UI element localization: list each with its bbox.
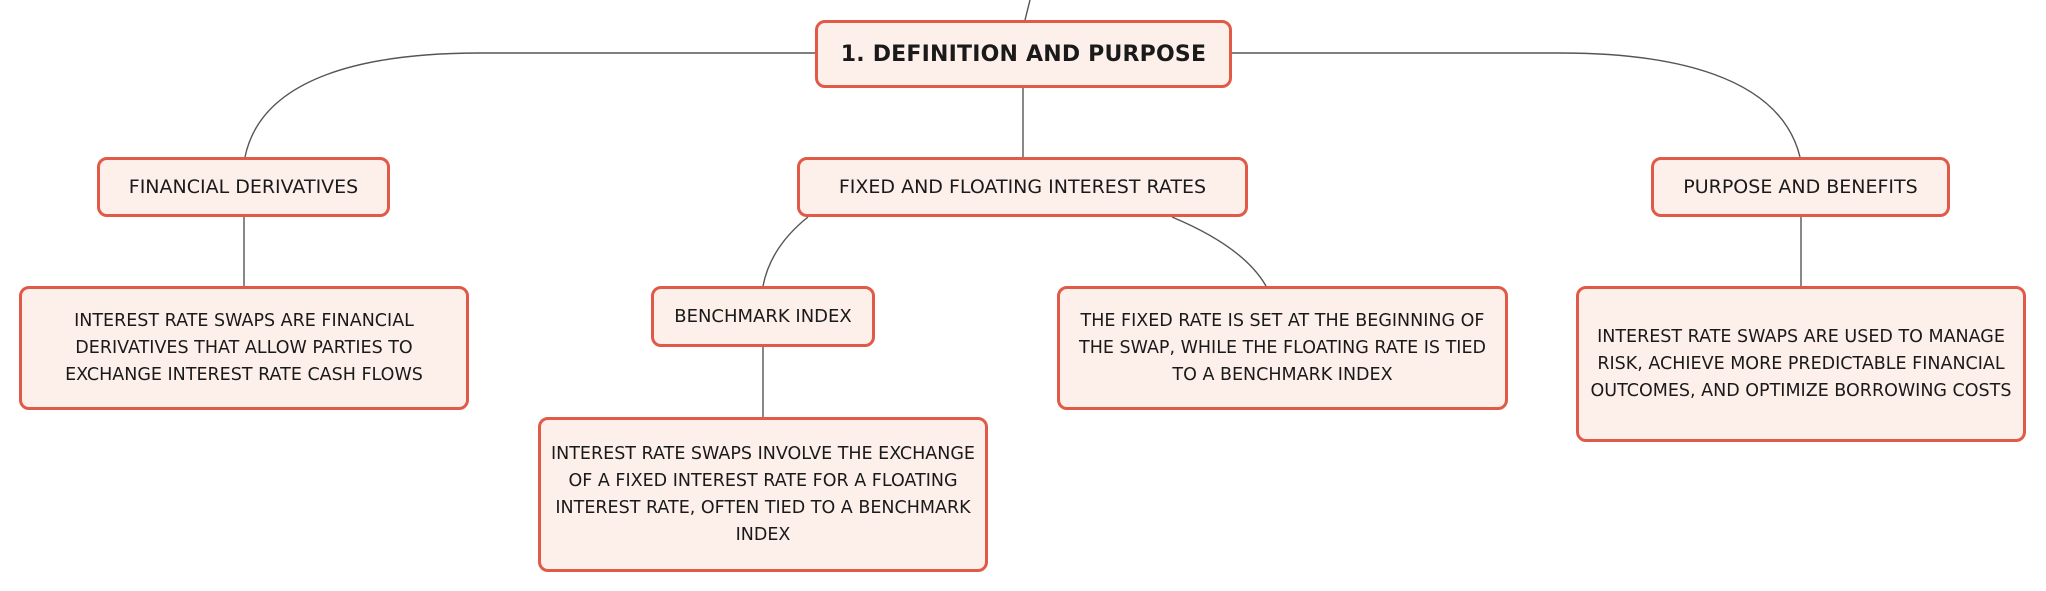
- financial-derivatives-node[interactable]: FINANCIAL DERIVATIVES: [97, 157, 390, 217]
- financial-derivatives-label: FINANCIAL DERIVATIVES: [128, 176, 359, 198]
- connector-root-to-purpose-benefits: [1232, 52, 1801, 158]
- purpose-benefits-detail-node[interactable]: INTEREST RATE SWAPS ARE USED TO MANAGE R…: [1576, 286, 2026, 442]
- connector-ffir-to-benchmark: [762, 216, 809, 287]
- fixed-floating-rates-node[interactable]: FIXED AND FLOATING INTEREST RATES: [797, 157, 1248, 217]
- connector-ffir-to-fixed-rate-detail: [1171, 216, 1267, 287]
- benchmark-index-detail-text: INTEREST RATE SWAPS INVOLVE THE EXCHANGE…: [550, 443, 975, 545]
- benchmark-index-node[interactable]: BENCHMARK INDEX: [651, 286, 875, 347]
- purpose-benefits-label: PURPOSE AND BENEFITS: [1683, 176, 1918, 198]
- benchmark-index-label: BENCHMARK INDEX: [674, 306, 852, 327]
- financial-derivatives-detail-node[interactable]: INTEREST RATE SWAPS ARE FINANCIAL DERIVA…: [19, 286, 469, 410]
- root-node-label: 1. DEFINITION AND PURPOSE: [840, 41, 1207, 67]
- connector-root-parent: [1024, 0, 1031, 21]
- benchmark-index-detail-node[interactable]: INTEREST RATE SWAPS INVOLVE THE EXCHANGE…: [538, 417, 988, 572]
- purpose-benefits-node[interactable]: PURPOSE AND BENEFITS: [1651, 157, 1950, 217]
- financial-derivatives-detail-text: INTEREST RATE SWAPS ARE FINANCIAL DERIVA…: [65, 310, 423, 385]
- fixed-rate-detail-node[interactable]: THE FIXED RATE IS SET AT THE BEGINNING O…: [1057, 286, 1508, 410]
- fixed-rate-detail-text: THE FIXED RATE IS SET AT THE BEGINNING O…: [1079, 310, 1486, 385]
- fixed-floating-rates-label: FIXED AND FLOATING INTEREST RATES: [838, 176, 1207, 198]
- purpose-benefits-detail-text: INTEREST RATE SWAPS ARE USED TO MANAGE R…: [1590, 326, 2012, 401]
- connector-root-to-financial-derivatives: [244, 52, 815, 158]
- root-node[interactable]: 1. DEFINITION AND PURPOSE: [815, 20, 1232, 88]
